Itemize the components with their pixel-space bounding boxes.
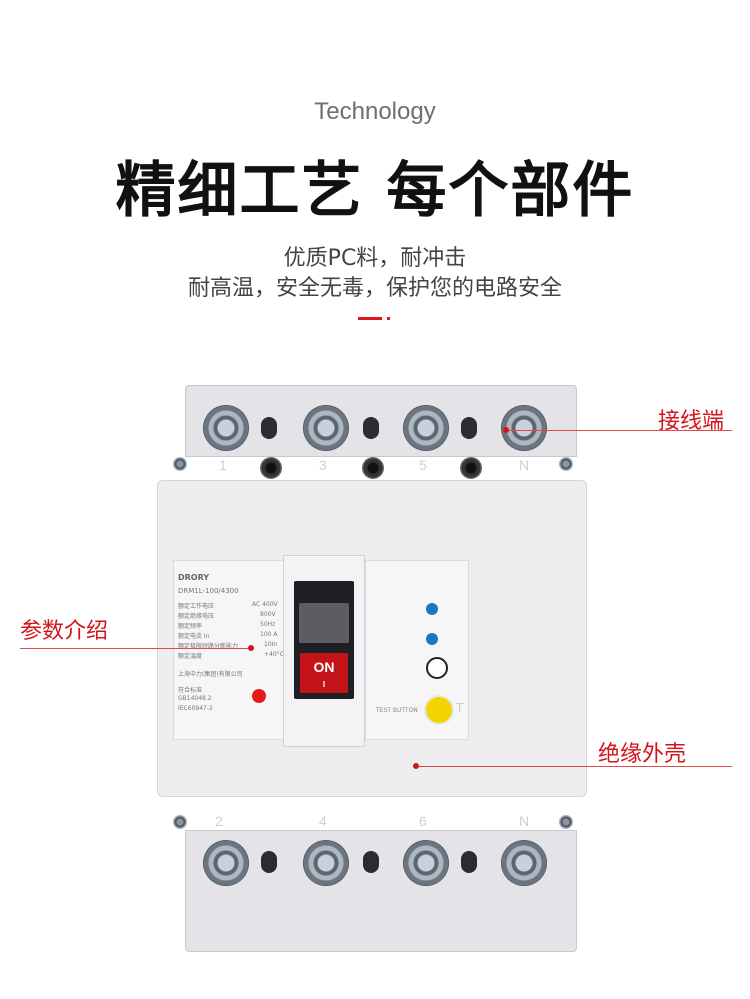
pole-number: 5: [419, 457, 427, 473]
callout-shell-label: 绝缘外壳: [598, 742, 687, 767]
pole-number: 1: [219, 457, 227, 473]
page-title: 精细工艺 每个部件: [115, 156, 635, 226]
callout-terminal-dot: [503, 427, 509, 433]
spec-label: 额定工作电压: [178, 603, 215, 610]
hex-screw-icon: [460, 457, 482, 479]
spec-value: +40°C: [264, 651, 284, 658]
model-number: DRM1L-100/4300: [178, 587, 239, 595]
pole-number: 6: [419, 813, 427, 829]
description-line-1: 优质PC料，耐冲击: [283, 246, 467, 271]
spec-value: 50Hz: [260, 621, 276, 628]
spec-label: 额定频率: [178, 623, 203, 630]
terminal-screw-icon: [303, 405, 349, 451]
spec-label: 额定电流 In: [178, 633, 210, 640]
time-knob-icon[interactable]: [426, 633, 438, 645]
on-label: ON: [313, 659, 335, 675]
pole-number: 3: [319, 457, 327, 473]
corner-screw-icon: [173, 457, 187, 471]
description-line-2: 耐高温，安全无毒，保护您的电路安全: [187, 276, 562, 301]
spec-value: 800V: [260, 611, 276, 618]
test-mark: T: [456, 701, 464, 715]
spec-plate: DRORY DRM1L-100/4300 额定工作电压 AC 400V 额定绝缘…: [173, 560, 293, 740]
indicator-dial-icon: [426, 657, 448, 679]
terminal-hole: [261, 851, 277, 873]
terminal-screw-icon: [403, 840, 449, 886]
terminal-hole: [461, 851, 477, 873]
pole-number: 2: [215, 813, 223, 829]
test-button[interactable]: [424, 695, 454, 725]
terminal-hole: [363, 851, 379, 873]
terminal-hole: [461, 417, 477, 439]
brand-logo: DRORY: [178, 573, 210, 582]
subtitle-en: Technology: [314, 98, 436, 125]
leakage-panel: TEST BUTTON T: [365, 560, 469, 740]
manufacturer: 上海中力(集团)有限公司: [178, 671, 243, 678]
accent-divider: [358, 317, 382, 320]
on-sublabel: I: [322, 680, 326, 689]
callout-params-line: [20, 648, 250, 649]
pole-number: N: [519, 457, 530, 473]
callout-shell-dot: [413, 763, 419, 769]
terminal-screw-icon: [303, 840, 349, 886]
corner-screw-icon: [173, 815, 187, 829]
accent-dot: [387, 317, 390, 320]
spec-label: 额定温度: [178, 653, 203, 660]
spec-label: 额定绝缘电压: [178, 613, 215, 620]
circuit-breaker-image: 1 3 5 N DRORY DRM1L-100/4300 额定工作电压 AC 4…: [155, 385, 595, 985]
callout-terminal-line: [506, 430, 732, 431]
corner-screw-icon: [559, 815, 573, 829]
terminal-hole: [363, 417, 379, 439]
standard: GB14048.2: [178, 695, 212, 702]
terminal-screw-icon: [501, 840, 547, 886]
on-button[interactable]: ON I: [300, 653, 348, 693]
spec-value: AC 400V: [252, 601, 278, 608]
current-knob-icon[interactable]: [426, 603, 438, 615]
pole-number: N: [519, 813, 530, 829]
reset-button[interactable]: [252, 689, 266, 703]
corner-screw-icon: [559, 457, 573, 471]
callout-params-dot: [248, 645, 254, 651]
pole-number: 4: [319, 813, 327, 829]
callout-params-label: 参数介绍: [20, 619, 109, 644]
spec-label: 额定极限短路分断能力: [178, 643, 239, 650]
test-label: TEST BUTTON: [376, 707, 418, 714]
switch-window: ON I: [294, 581, 354, 699]
standard-label: 符合标准: [178, 687, 203, 694]
standard: IEC60947-2: [178, 705, 213, 712]
spec-value: 10In: [264, 641, 278, 648]
terminal-screw-icon: [403, 405, 449, 451]
switch-handle[interactable]: [299, 603, 349, 643]
spec-value: 100 A: [260, 631, 278, 638]
hex-screw-icon: [260, 457, 282, 479]
terminal-screw-icon: [203, 405, 249, 451]
callout-terminal-label: 接线端: [658, 409, 725, 434]
hex-screw-icon: [362, 457, 384, 479]
switch-frame: ON I: [283, 555, 365, 747]
callout-shell-line: [416, 766, 732, 767]
terminal-hole: [261, 417, 277, 439]
terminal-screw-icon: [203, 840, 249, 886]
